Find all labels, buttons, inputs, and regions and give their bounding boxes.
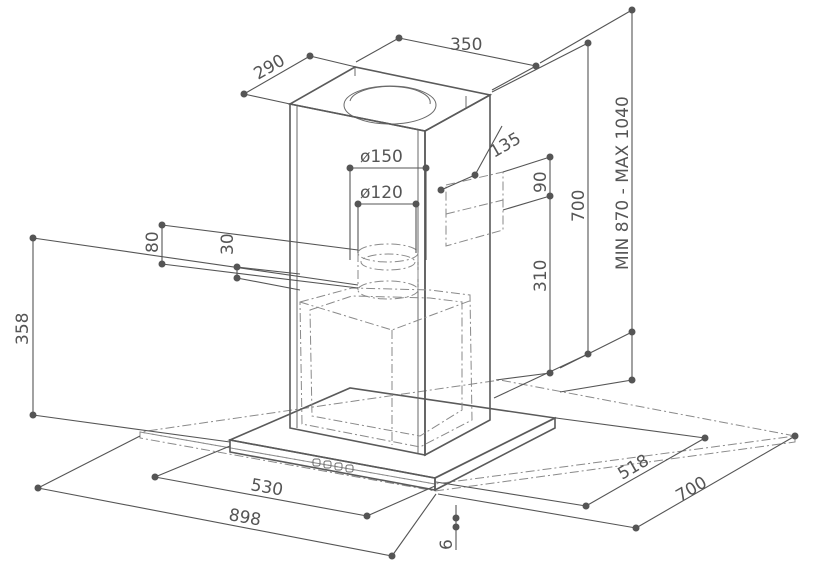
- label-310: 310: [531, 260, 551, 292]
- vent-grille: [445, 171, 504, 247]
- label-90: 90: [531, 171, 551, 193]
- control-button: [323, 460, 332, 469]
- duct-collar: [357, 243, 419, 300]
- label-6: 6: [437, 539, 457, 550]
- label-d150: ø150: [360, 147, 403, 167]
- label-30: 30: [218, 233, 238, 255]
- control-panel: [312, 458, 354, 473]
- control-button: [345, 464, 354, 473]
- label-358: 358: [13, 313, 33, 345]
- label-80: 80: [143, 231, 163, 253]
- label-min-max: MIN 870 - MAX 1040: [613, 96, 633, 270]
- motor-housing: [299, 287, 473, 448]
- control-button: [312, 458, 321, 467]
- label-135: 135: [487, 129, 525, 163]
- label-350: 350: [450, 35, 482, 55]
- label-700-depth: 700: [673, 473, 711, 507]
- label-898: 898: [227, 505, 262, 530]
- label-d120: ø120: [360, 183, 403, 203]
- chimney: [287, 66, 493, 457]
- label-530: 530: [249, 475, 284, 500]
- dimension-labels: 290 350 ø150 ø120 135 90 310 700 MIN 870…: [13, 35, 711, 550]
- label-700-height: 700: [569, 190, 589, 222]
- control-button: [334, 462, 343, 471]
- dimension-lines: [29, 6, 799, 560]
